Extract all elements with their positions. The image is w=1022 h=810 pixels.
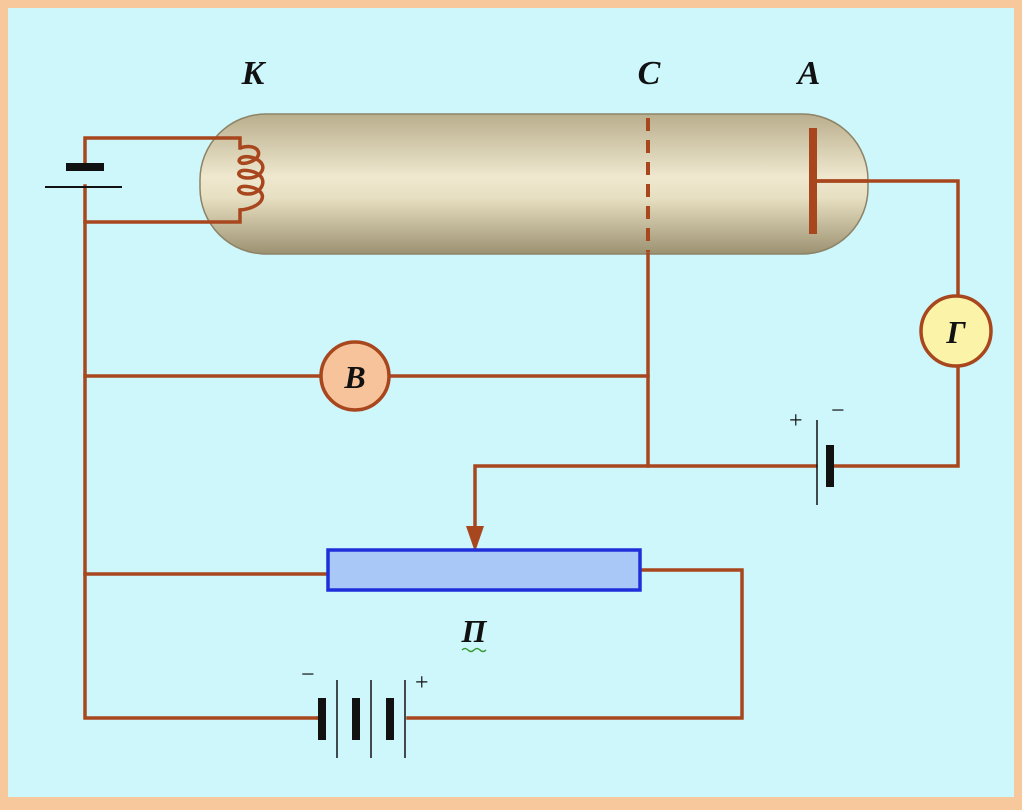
potentiometer-battery-minus: − [301,662,315,688]
potentiometer [326,548,642,592]
cathode-label: K [241,55,267,92]
anode-battery-plus: + [789,408,803,434]
potentiometer-label: П [461,613,488,649]
galvanometer-label: Г [945,314,966,350]
voltmeter [319,340,391,412]
wire-left-main [83,220,318,720]
filament-coil-icon [237,144,265,212]
galvanometer [919,294,993,368]
anode-plate [809,128,817,234]
wire-slider [473,464,818,530]
wires [83,136,960,720]
wire-galvanometer-down [830,364,960,468]
slider-arrow-icon [466,526,484,552]
vacuum-tube [199,113,869,255]
potentiometer-battery-plus: + [415,670,429,696]
anode-battery-minus: − [831,398,845,424]
wire-filament-bottom [83,184,242,224]
filament-battery [45,163,122,188]
wire-battery-right [406,568,744,720]
spellcheck-squiggle [461,647,487,653]
grid-label: C [638,55,661,92]
voltmeter-label: B [343,359,365,395]
wire-filament-top [83,136,242,170]
potentiometer-battery [316,680,406,758]
anode-label: A [796,55,821,92]
anode-battery [816,420,834,505]
